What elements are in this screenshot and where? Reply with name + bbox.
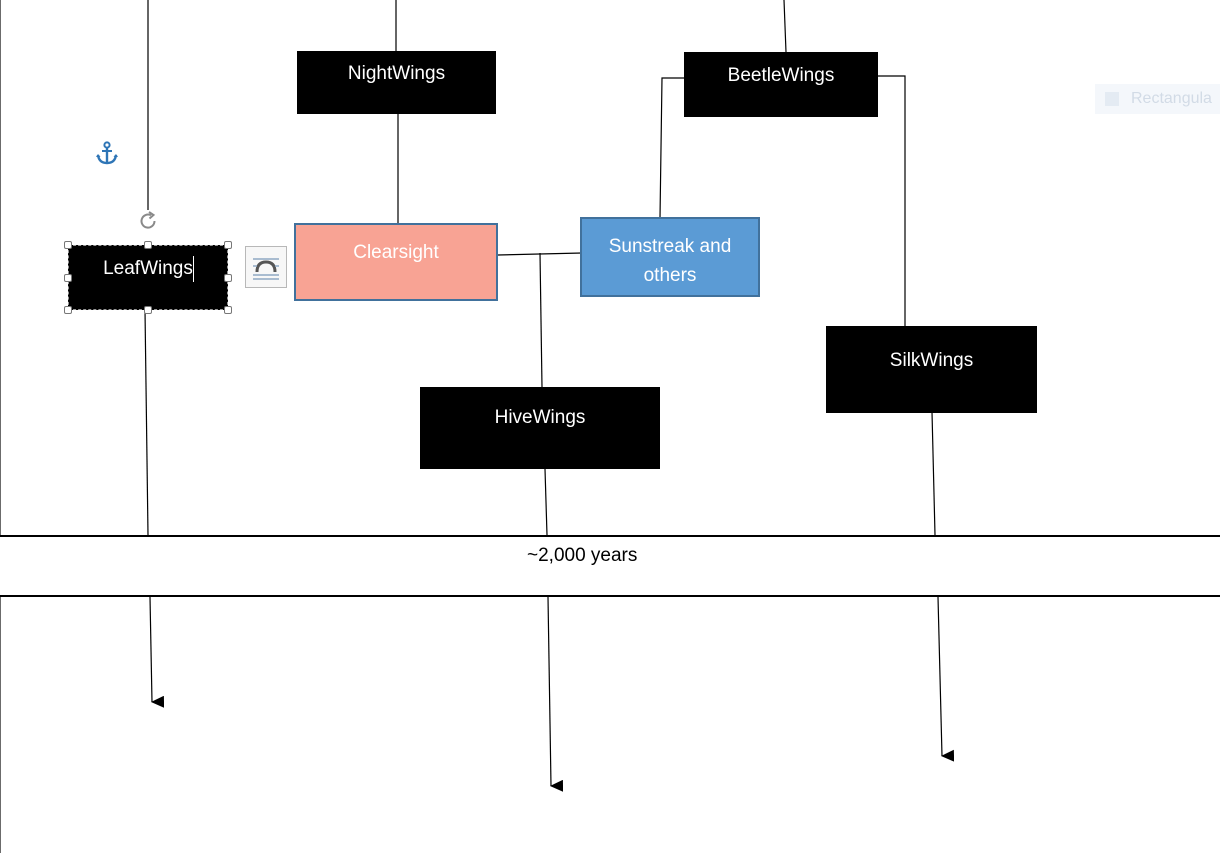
timeline-band[interactable]: ~2,000 years [0,535,1220,597]
layout-options-glyph [253,258,279,280]
text-cursor [193,256,194,282]
node-leafwings[interactable]: LeafWings [68,245,228,310]
resize-handle-bottom-right[interactable] [224,306,232,314]
tooltip-shape-icon [1105,91,1119,106]
rotate-handle-icon[interactable] [136,209,160,233]
resize-handle-top-right[interactable] [224,241,232,249]
node-hivewings-label: HiveWings [494,407,586,428]
resize-handle-bottom-left[interactable] [64,306,72,314]
resize-handle-top-middle[interactable] [144,241,152,249]
node-clearsight-label: Clearsight [353,242,439,263]
node-silkwings-label: SilkWings [889,350,974,371]
arrow-silkwings[interactable] [937,596,955,762]
connector-beetlewings-top[interactable] [783,0,787,53]
arrow-hivewings[interactable] [547,596,564,792]
node-beetlewings[interactable]: BeetleWings [684,52,878,117]
node-beetlewings-label: BeetleWings [727,65,835,86]
connector-beetlewings-sunstreak[interactable] [640,77,684,219]
node-hivewings[interactable]: HiveWings [420,387,660,469]
shape-tooltip: Rectangula [1095,84,1220,114]
connector-leafwings-down[interactable] [144,309,149,536]
resize-handle-middle-right[interactable] [224,274,232,282]
resize-handle-top-left[interactable] [64,241,72,249]
node-sunstreak-label-line2: others [643,265,697,286]
connector-silkwings-down[interactable] [931,411,936,536]
selection-outline [68,245,228,310]
layout-options-icon[interactable] [245,246,287,288]
resize-handle-middle-left[interactable] [64,274,72,282]
node-nightwings-label: NightWings [347,63,446,84]
node-nightwings[interactable]: NightWings [297,51,496,114]
connector-to-hivewings[interactable] [539,252,543,388]
connector-hivewings-down[interactable] [544,468,548,536]
node-clearsight[interactable]: Clearsight [294,223,498,301]
node-sunstreak[interactable]: Sunstreak and others [580,217,760,297]
anchor-icon [96,141,118,165]
arrow-leafwings[interactable] [149,596,165,708]
node-sunstreak-label-line1: Sunstreak and [608,236,732,257]
timeline-label: ~2,000 years [527,545,638,566]
node-silkwings[interactable]: SilkWings [826,326,1037,413]
tooltip-text: Rectangula [1131,90,1212,107]
node-leafwings-label: LeafWings [103,258,193,279]
resize-handle-bottom-middle[interactable] [144,306,152,314]
connector-beetlewings-silkwings[interactable] [878,75,906,326]
page-edge [0,0,1,853]
